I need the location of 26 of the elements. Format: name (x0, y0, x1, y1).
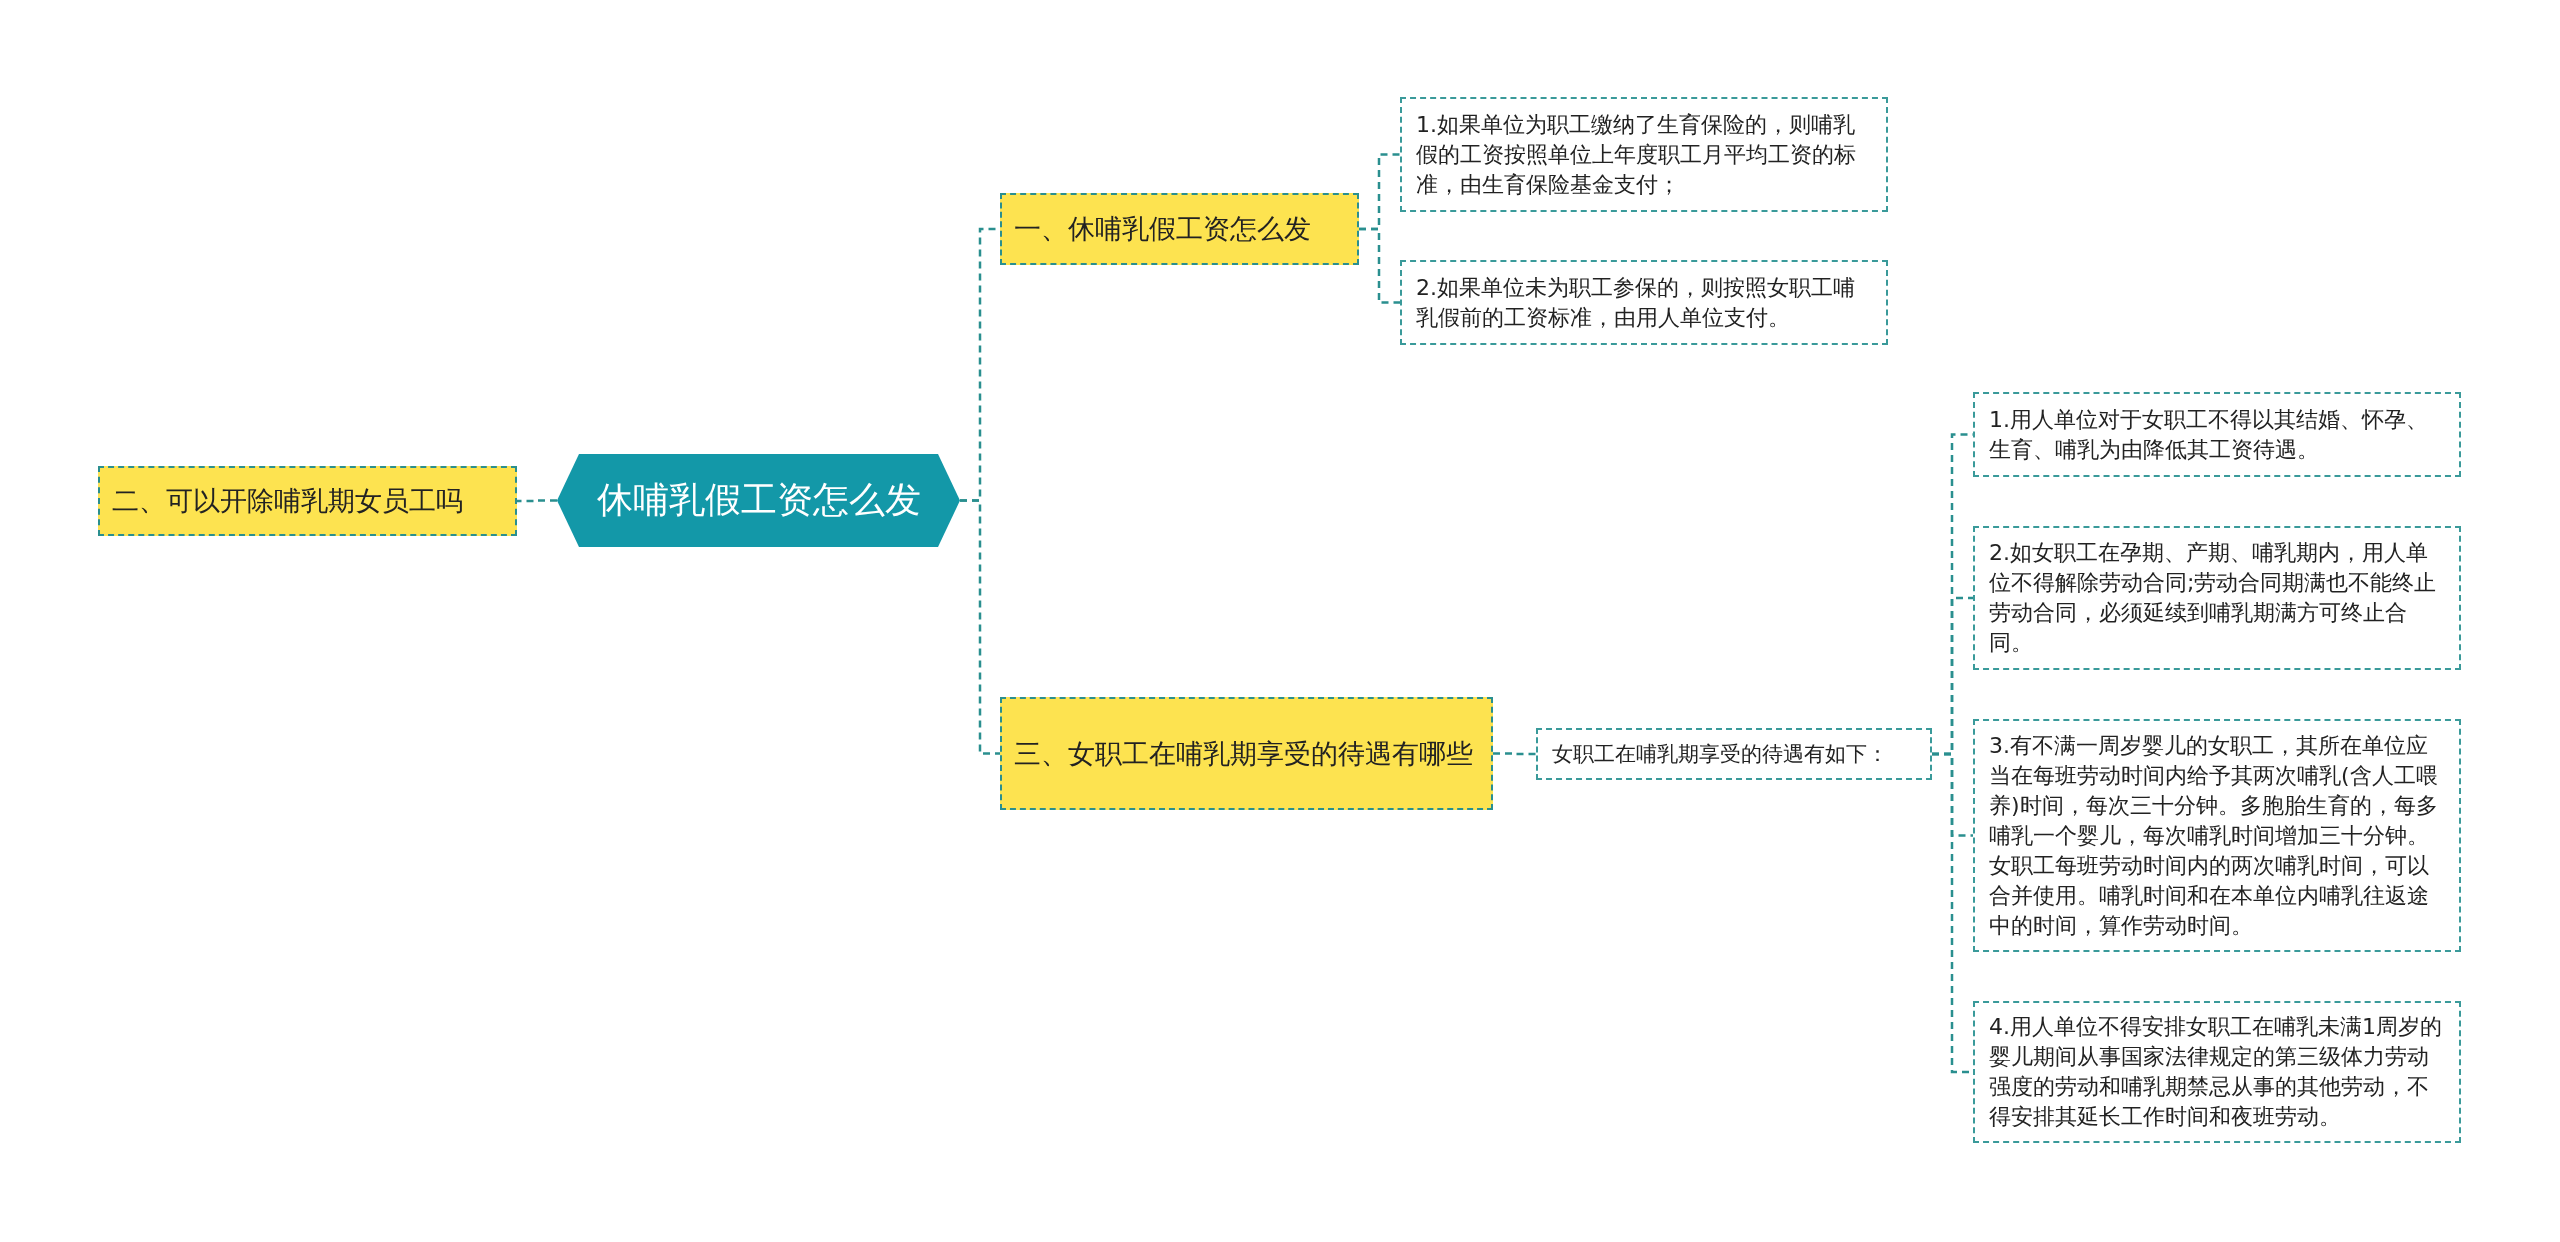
connector-line (960, 499, 1000, 755)
note-box (1400, 260, 1888, 345)
node-text: 3.有不满一周岁婴儿的女职工，其所在单位应当在每班劳动时间内给予其两次哺乳(含人工喂养)时间，每次三十分钟。多胞胎生育的，每多哺乳一个婴儿，每次哺乳时间增加三十分钟。女职工每班劳动时间内的两次哺乳时间，可以合并使用。哺乳时间和在本单位内哺乳往返途中的时间，算作劳动时间。 (1989, 731, 2439, 940)
topic-box (1000, 193, 1359, 265)
topic-box (1000, 697, 1493, 810)
topic-box (98, 466, 517, 536)
node-text: 2.如女职工在孕期、产期、哺乳期内，用人单位不得解除劳动合同;劳动合同期满也不能终止劳动合同，必须延续到哺乳期满方可终止合同。 (1989, 539, 2438, 657)
node-text: 二、可以开除哺乳期女员工吗 (112, 484, 463, 518)
note-box (1973, 1001, 2461, 1143)
connector-line (1359, 227, 1400, 304)
note-box (1973, 526, 2461, 670)
node-text: 4.用人单位不得安排女职工在哺乳未满1周岁的婴儿期间从事国家法律规定的第三级体力劳动强度的劳动和哺乳期禁忌从事的其他劳动，不得安排其延长工作时间和夜班劳动。 (1989, 1013, 2443, 1131)
note-box (1536, 728, 1932, 780)
connector-line (517, 499, 557, 503)
note-box (1973, 719, 2461, 952)
node-text: 1.用人单位对于女职工不得以其结婚、怀孕、生育、哺乳为由降低其工资待遇。 (1989, 405, 2429, 464)
node-text: 休哺乳假工资怎么发 (596, 478, 921, 522)
note-box (1973, 392, 2461, 477)
note-box (1400, 97, 1888, 212)
node-text: 2.如果单位未为职工参保的，则按照女职工哺乳假前的工资标准，由用人单位支付。 (1416, 273, 1856, 332)
node-text: 1.如果单位为职工缴纳了生育保险的，则哺乳假的工资按照单位上年度职工月平均工资的标准，由生育保险基金支付； (1416, 110, 1857, 199)
node-text: 女职工在哺乳期享受的待遇有如下： (1552, 741, 1888, 768)
node-text: 三、女职工在哺乳期享受的待遇有哪些 (1014, 736, 1473, 771)
node-text: 一、休哺乳假工资怎么发 (1014, 212, 1311, 246)
central-topic (557, 454, 960, 547)
connector-line (1493, 752, 1536, 756)
